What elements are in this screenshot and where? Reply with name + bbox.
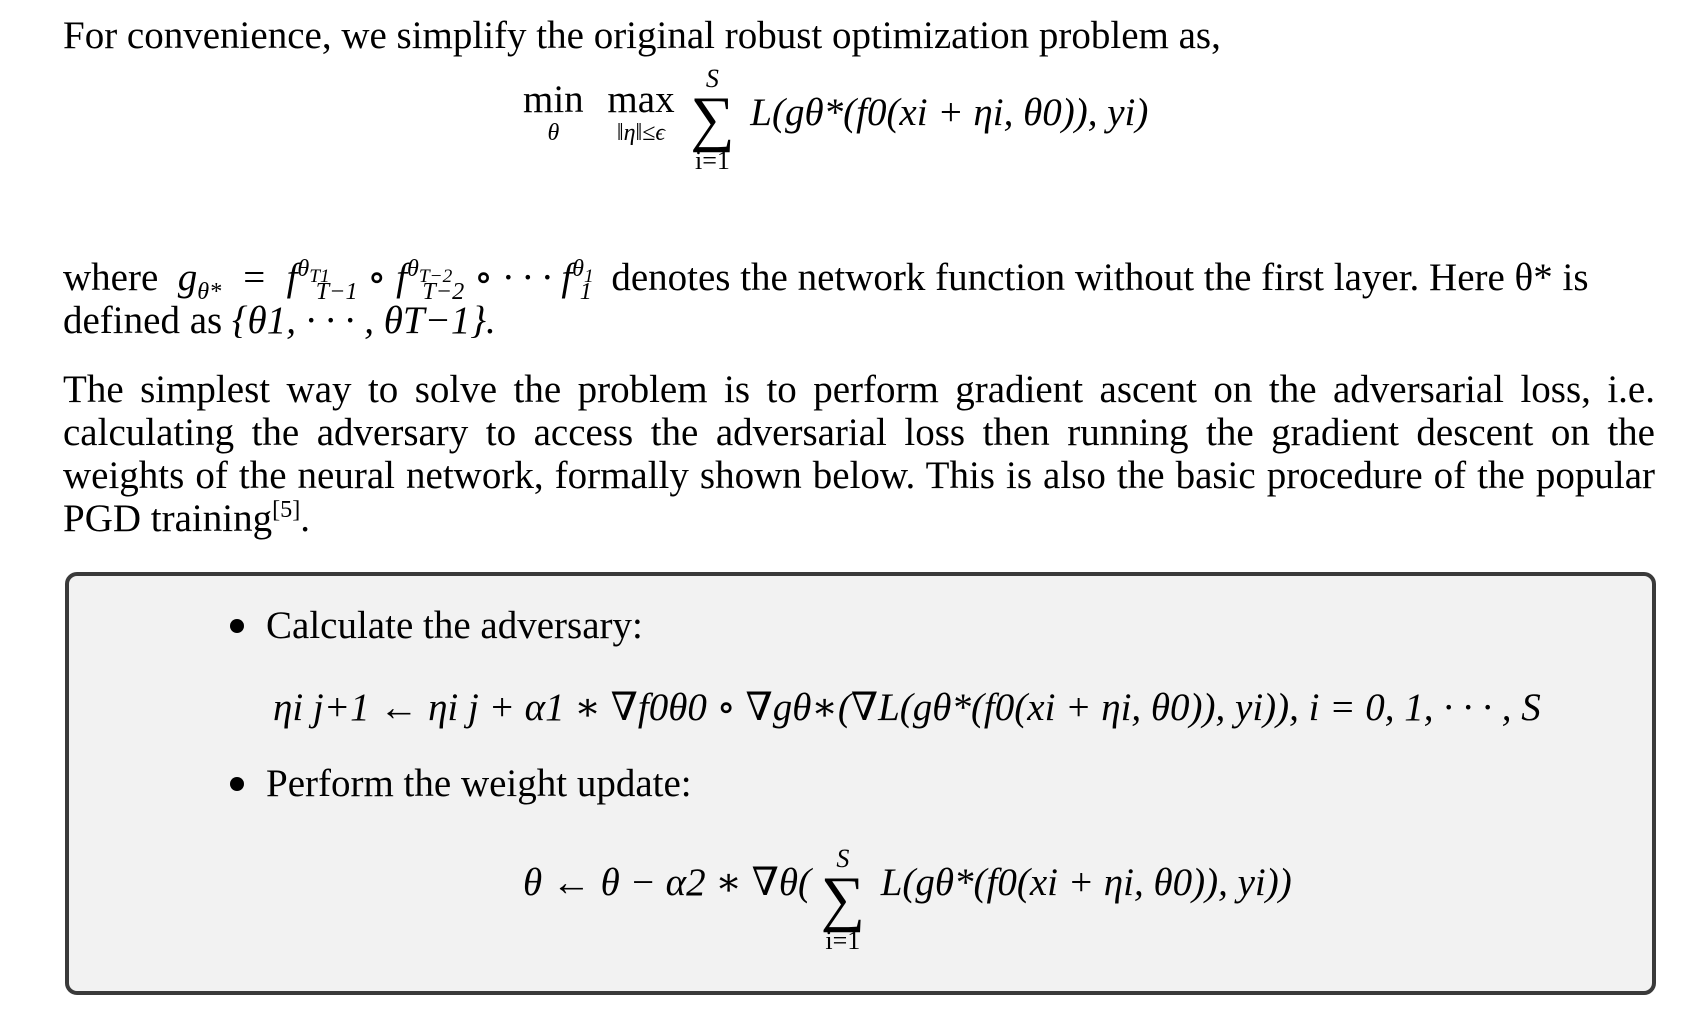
procedure-box (65, 572, 1656, 995)
sum-operator: S ∑ i=1 (820, 844, 865, 955)
sum-operator: S ∑ i=1 (690, 64, 735, 175)
defined-as: defined as (63, 299, 223, 342)
g-theta-star-definition: gθ* = fθT1T−1 ∘ fθT−2T−2 ∘ · · · fθ11 (168, 255, 594, 305)
simplest-line-4: PGD training[5]. (63, 496, 311, 540)
simplest-line-1: The simplest way to solve the problem is… (63, 368, 1655, 411)
equation-weight-update: θ ← θ − α2 ∗ ∇θ( S ∑ i=1 L(gθ*(f0(xi + η… (523, 838, 1292, 954)
bullet-weight-update: Perform the weight update: (230, 762, 692, 805)
simplest-line-3: weights of the neural network, formally … (63, 454, 1655, 497)
weight-update-lhs: θ ← θ − α2 ∗ ∇θ( (523, 860, 811, 904)
citation-link[interactable]: [5] (272, 496, 301, 523)
bullet-dot (230, 777, 244, 792)
bullet2-label: Perform the weight update: (266, 762, 692, 805)
bullet1-label: Calculate the adversary: (266, 604, 643, 647)
where-word: where (63, 256, 159, 299)
bullet-calculate-adversary: Calculate the adversary: (230, 604, 643, 647)
equation-robust-objective: min θ max ‖η‖≤ϵ S ∑ i=1 L(gθ*(f0(xi + ηi… (523, 66, 1149, 188)
loss-expression: L(gθ*(f0(xi + ηi, θ0)), yi) (750, 90, 1149, 134)
max-operator: max ‖η‖≤ϵ (607, 78, 675, 146)
where-rest: denotes the network function without the… (611, 256, 1589, 299)
simplest-paragraph: The simplest way to solve the problem is… (63, 368, 1655, 540)
where-paragraph: where gθ* = fθT1T−1 ∘ fθT−2T−2 ∘ · · · f… (63, 256, 1655, 342)
intro-text: For convenience, we simplify the origina… (63, 14, 1221, 57)
equation-adversary-update: ηi j+1 ← ηi j + α1 ∗ ∇f0θ0 ∘ ∇gθ∗(∇L(gθ*… (273, 686, 1541, 729)
theta-set: {θ1, · · · , θT−1}. (231, 299, 496, 342)
simplest-line-2: calculating the adversary to access the … (63, 411, 1655, 454)
min-operator: min θ (523, 78, 584, 146)
weight-update-body: L(gθ*(f0(xi + ηi, θ0)), yi)) (880, 860, 1292, 904)
bullet-dot (230, 619, 244, 634)
